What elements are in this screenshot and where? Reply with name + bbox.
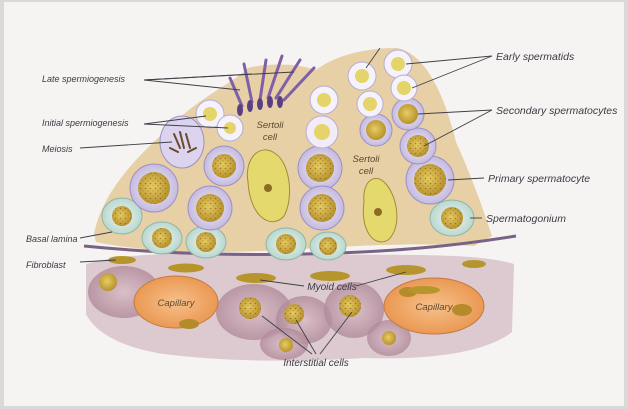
label-meiosis: Meiosis [42, 144, 73, 154]
label-initial-spermiogenesis: Initial spermiogenesis [42, 118, 129, 128]
label-sertoli-right-line2: cell [359, 166, 374, 177]
label-interstitial-cells: Interstitial cells [283, 358, 349, 369]
label-capillary-left: Capillary [158, 298, 196, 309]
spermatogonium-cell [142, 222, 182, 254]
spermatogonium-cell [266, 228, 306, 260]
label-capillary-right: Capillary [416, 302, 454, 313]
label-sertoli-right-line1: Sertoli [353, 154, 381, 165]
label-myoid-cells: Myoid cells [307, 282, 356, 293]
slide: Late spermiogenesis Initial spermiogenes… [4, 2, 624, 406]
label-sertoli-left-line2: cell [263, 132, 278, 143]
spermatogonium-cell [186, 226, 226, 258]
spermatogonium-cell [430, 200, 474, 236]
seminiferous-epithelium-diagram: Late spermiogenesis Initial spermiogenes… [4, 2, 624, 406]
spermatogonium-cell [310, 232, 346, 260]
label-sertoli-left-line1: Sertoli [257, 120, 285, 131]
label-basal-lamina: Basal lamina [26, 234, 78, 244]
label-late-spermiogenesis: Late spermiogenesis [42, 74, 126, 84]
label-secondary-spermatocytes: Secondary spermatocytes [496, 105, 618, 117]
label-fibroblast: Fibroblast [26, 260, 66, 270]
label-primary-spermatocyte: Primary spermatocyte [488, 173, 590, 185]
label-early-spermatids: Early spermatids [496, 51, 575, 63]
label-spermatogonium: Spermatogonium [486, 213, 566, 225]
